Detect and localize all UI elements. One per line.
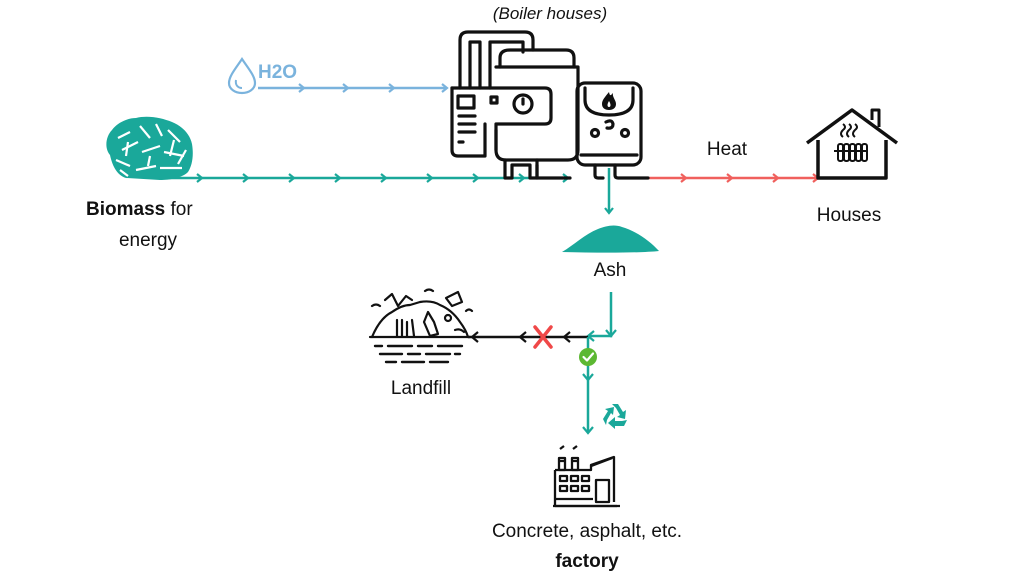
factory-label-line1: Concrete, asphalt, etc. (491, 521, 683, 542)
ash-label: Ash (593, 260, 627, 281)
biomass-label: Biomass for (86, 199, 193, 221)
house-radiator-icon (805, 108, 899, 180)
flame-icon (602, 92, 616, 110)
biomass-pellets-icon (106, 116, 193, 180)
boiler-houses-label: (Boiler houses) (492, 4, 608, 23)
water-label: H2O (258, 62, 298, 83)
landfill-label: Landfill (390, 378, 452, 399)
boiler-icon (450, 30, 650, 180)
heat-label: Heat (706, 139, 748, 160)
landfill-flow-arrow (468, 331, 588, 343)
rejected-x-icon (533, 325, 553, 349)
biomass-label-line2: energy (118, 230, 178, 251)
ash-to-junction-arrow (586, 292, 617, 342)
recycle-icon (603, 404, 627, 429)
ash-pile-icon (562, 225, 659, 253)
factory-icon (553, 445, 620, 508)
biomass-label-bold: Biomass (86, 199, 166, 220)
check-circle-icon (579, 348, 597, 366)
water-drop-icon (227, 57, 257, 95)
landfill-icon (368, 288, 474, 364)
houses-label: Houses (816, 205, 882, 226)
factory-label-line2: factory (555, 551, 619, 572)
biomass-label-rest: for (165, 199, 193, 220)
